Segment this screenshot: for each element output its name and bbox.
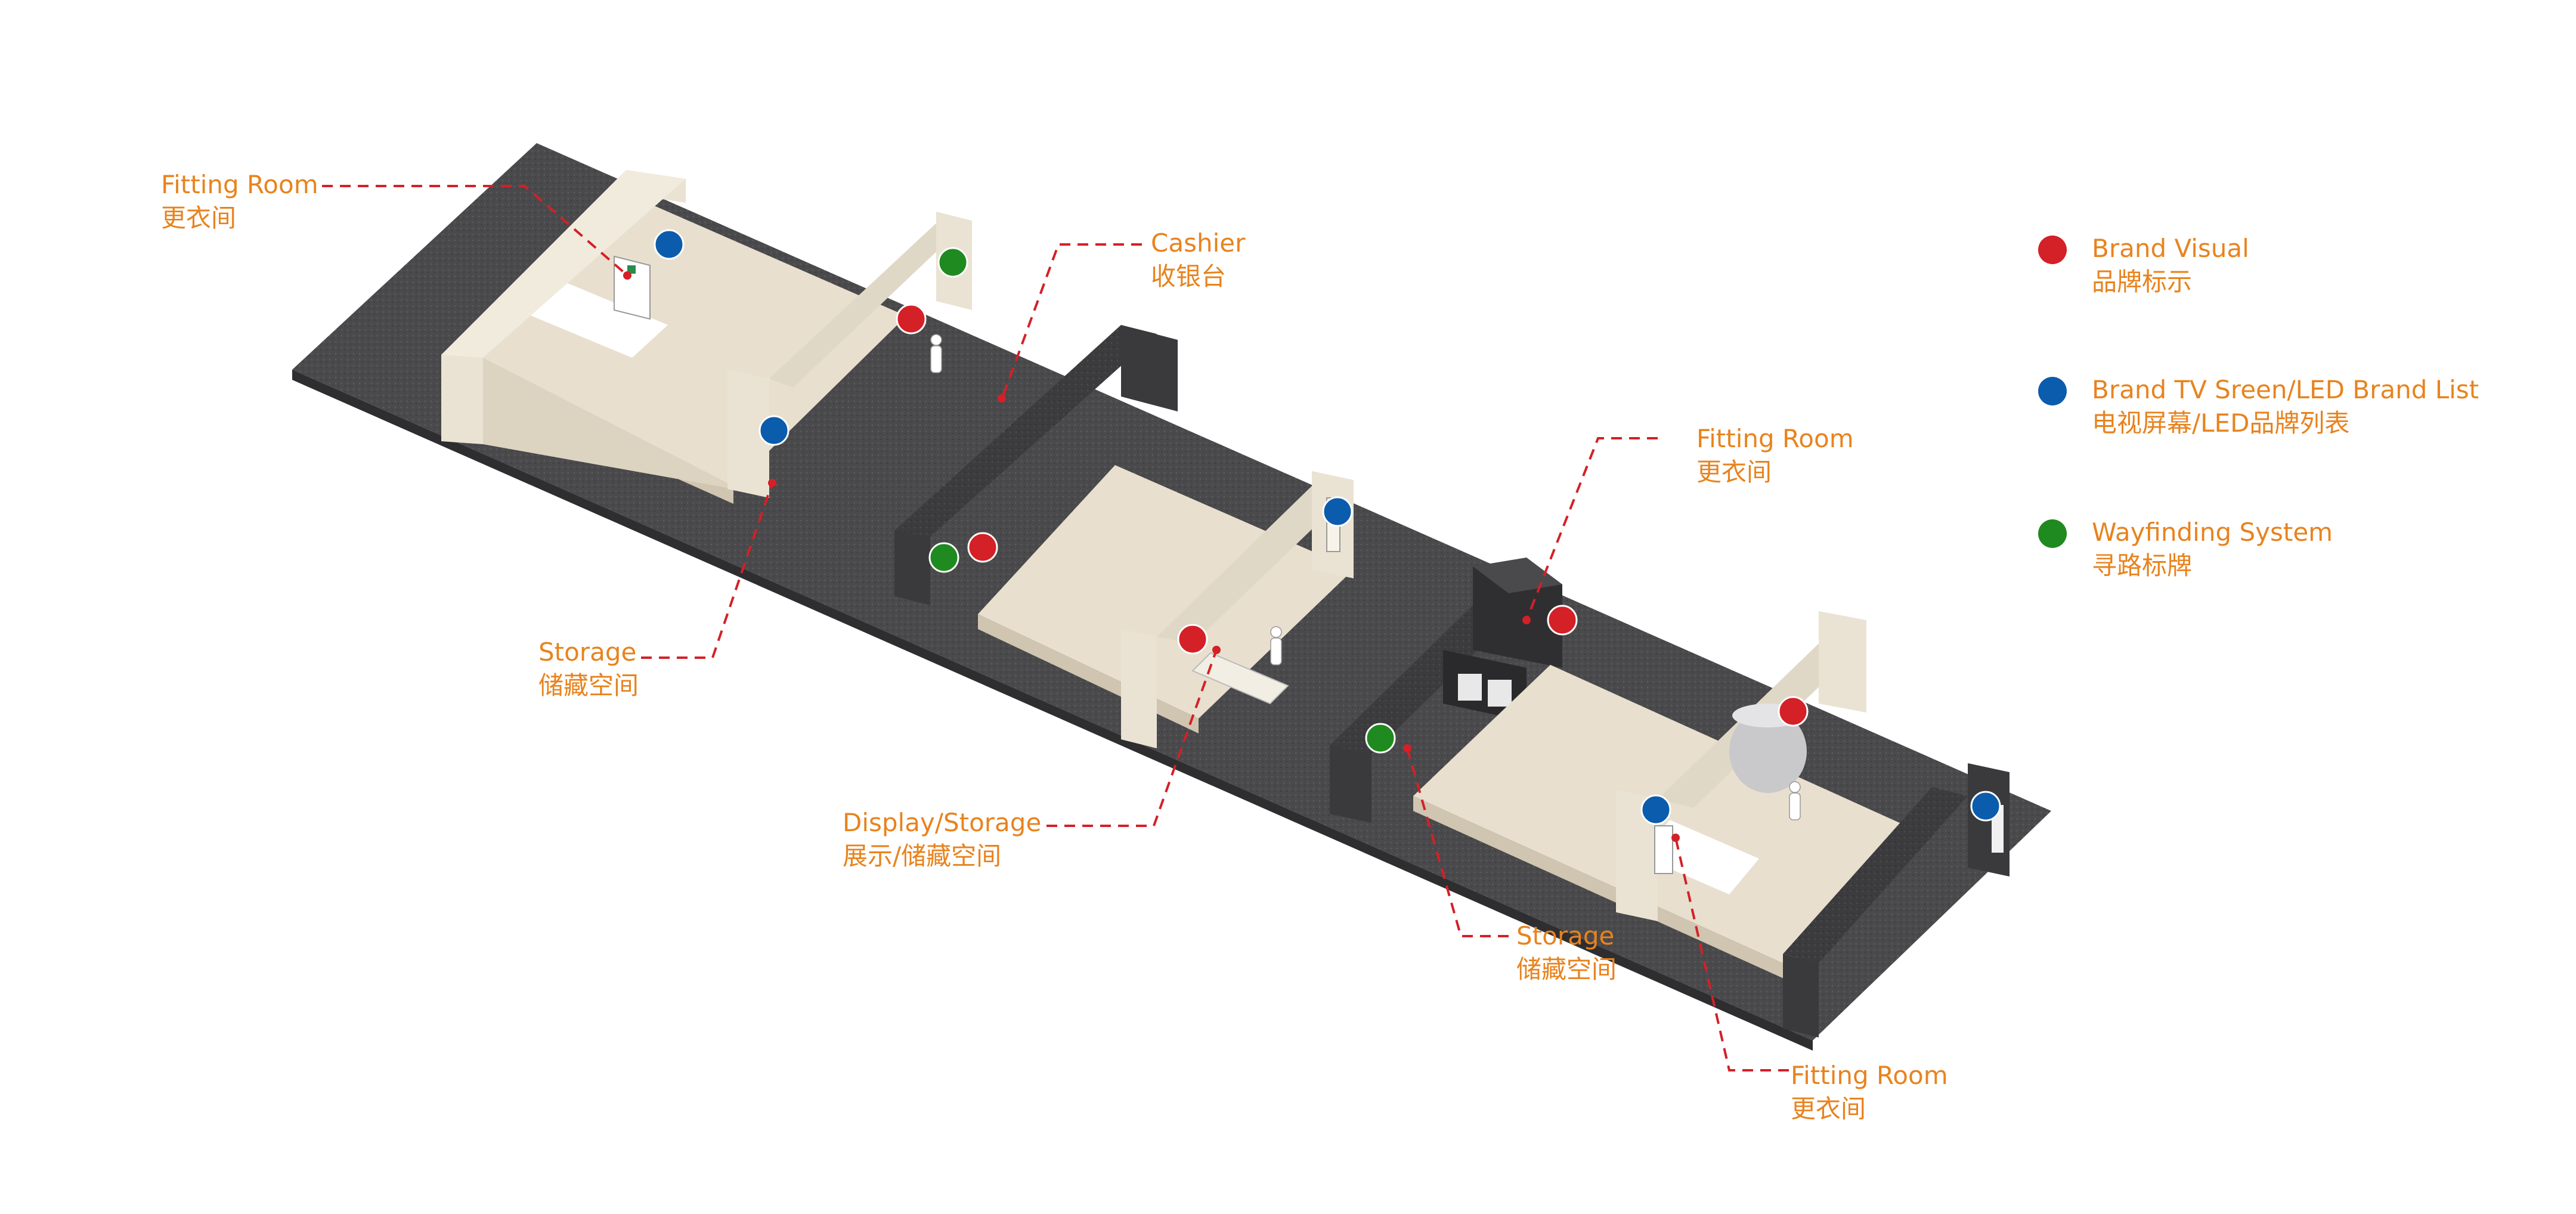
zone-1-walls (441, 170, 972, 498)
label-en: Fitting Room (1696, 424, 1854, 453)
label-zh: 展示/储藏空间 (843, 841, 1002, 871)
zone-2-walls-dark (894, 325, 1178, 605)
legend-zh: 寻路标牌 (2092, 551, 2193, 580)
legend-dot-green (2038, 519, 2067, 548)
marker-brand-tv (758, 415, 789, 446)
leader-end-dots (623, 271, 1680, 842)
legend-en: Brand TV Sreen/LED Brand List (2092, 375, 2479, 404)
marker-brand-visual (1778, 696, 1809, 727)
label-en: Fitting Room (1791, 1061, 1948, 1090)
legend-dot-blue (2038, 377, 2067, 405)
legend-wayfinding: Wayfinding System 寻路标牌 (2038, 516, 2333, 583)
label-storage-right: Storage 储藏空间 (1516, 919, 1617, 986)
legend-en: Wayfinding System (2092, 518, 2333, 547)
legend-brand-visual: Brand Visual 品牌标示 (2038, 232, 2249, 299)
legend-brand-tv-screen: Brand TV Sreen/LED Brand List 电视屏幕/LED品牌… (2038, 373, 2479, 440)
label-zh: 更衣间 (1791, 1094, 1866, 1123)
legend-label: Wayfinding System 寻路标牌 (2092, 516, 2333, 583)
marker-brand-tv (1970, 791, 2001, 822)
label-zh: 收银台 (1151, 262, 1227, 291)
label-fitting-room-bottom: Fitting Room 更衣间 (1791, 1059, 1948, 1126)
legend-label: Brand TV Sreen/LED Brand List 电视屏幕/LED品牌… (2092, 373, 2479, 440)
marker-brand-tv (654, 229, 685, 260)
label-display-storage: Display/Storage 展示/储藏空间 (843, 806, 1041, 873)
label-zh: 更衣间 (1696, 457, 1772, 487)
legend-label: Brand Visual 品牌标示 (2092, 232, 2249, 299)
marker-brand-visual (1547, 605, 1578, 636)
label-en: Display/Storage (843, 808, 1042, 837)
legend-dot-red (2038, 236, 2067, 264)
label-cashier: Cashier 收银台 (1151, 227, 1245, 293)
zone-3-walls-light (1616, 611, 1866, 921)
marker-brand-tv (1322, 496, 1353, 527)
marker-brand-visual (1177, 624, 1208, 655)
label-fitting-room-top-left: Fitting Room 更衣间 (161, 168, 318, 235)
label-en: Storage (538, 637, 637, 667)
label-fitting-room-center: Fitting Room 更衣间 (1696, 422, 1854, 489)
label-en: Fitting Room (161, 170, 318, 199)
marker-wayfinding (1365, 723, 1396, 754)
marker-brand-visual (967, 532, 998, 563)
label-zh: 更衣间 (161, 203, 237, 233)
label-zh: 储藏空间 (1516, 955, 1617, 984)
label-storage-left: Storage 储藏空间 (538, 636, 639, 702)
leader-lines (322, 185, 1789, 1071)
person-figure (930, 334, 1801, 820)
marker-brand-visual (896, 304, 927, 335)
legend-zh: 电视屏幕/LED品牌列表 (2092, 408, 2350, 438)
label-en: Storage (1516, 921, 1615, 950)
marker-brand-tv (1640, 794, 1671, 825)
marker-wayfinding (928, 542, 959, 573)
legend-zh: 品牌标示 (2092, 267, 2193, 296)
label-zh: 储藏空间 (538, 671, 639, 700)
zone-3-walls-dark (1330, 558, 1562, 823)
legend-en: Brand Visual (2092, 234, 2249, 263)
markers (654, 229, 2001, 825)
label-en: Cashier (1151, 228, 1246, 258)
marker-wayfinding (937, 247, 968, 278)
